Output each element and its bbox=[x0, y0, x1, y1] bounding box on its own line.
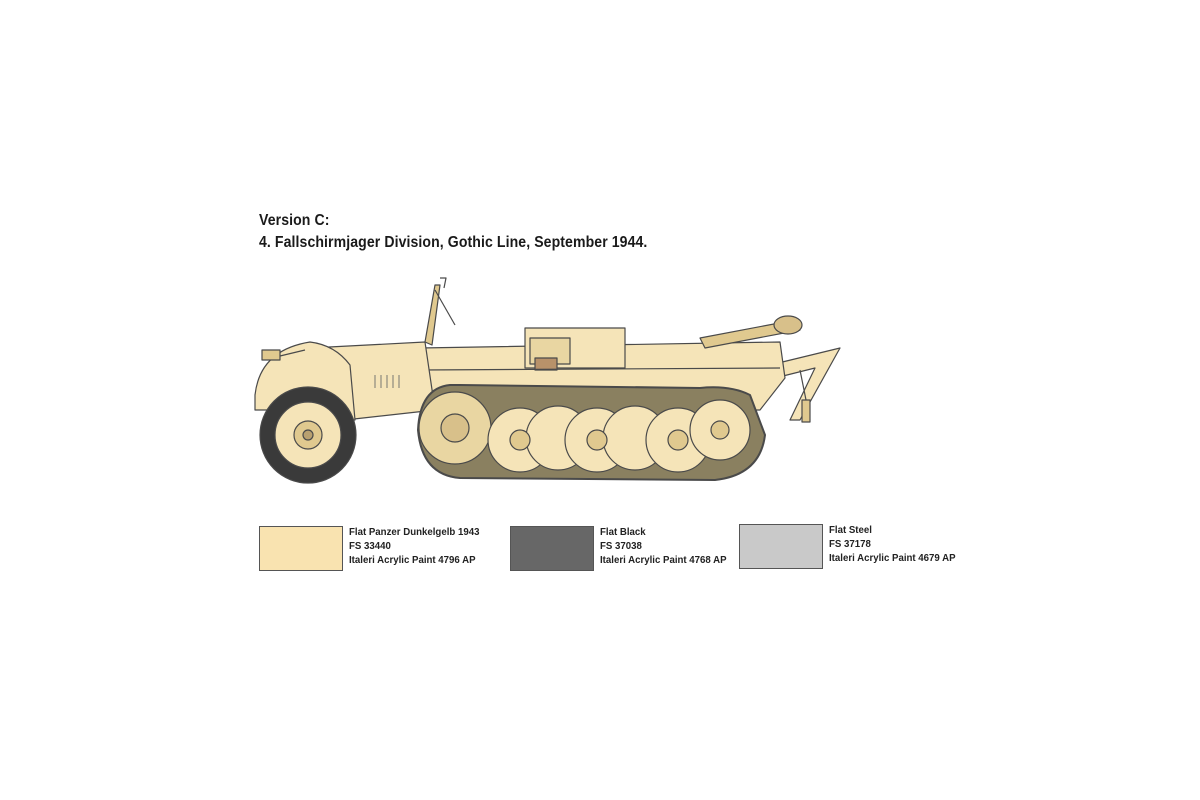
paint-code: Italeri Acrylic Paint 4679 AP bbox=[829, 552, 956, 564]
paint-name: Flat Panzer Dunkelgelb 1943 bbox=[349, 526, 480, 538]
version-heading: Version C: 4. Fallschirmjager Division, … bbox=[259, 210, 647, 254]
swatch-flat-steel: Flat Steel FS 37178 Italeri Acrylic Pain… bbox=[739, 523, 967, 569]
paint-name: Flat Steel bbox=[829, 524, 872, 536]
unit-caption: 4. Fallschirmjager Division, Gothic Line… bbox=[259, 234, 648, 251]
swatch-dunkelgelb: Flat Panzer Dunkelgelb 1943 FS 33440 Ita… bbox=[259, 525, 491, 571]
color-chip bbox=[739, 524, 823, 569]
color-chip bbox=[510, 526, 594, 571]
front-wheel bbox=[259, 386, 357, 484]
swatch-flat-black: Flat Black FS 37038 Italeri Acrylic Pain… bbox=[510, 525, 738, 571]
halftrack-illustration bbox=[254, 277, 841, 484]
fs-code: FS 37038 bbox=[600, 540, 642, 552]
paint-code: Italeri Acrylic Paint 4768 AP bbox=[600, 554, 727, 566]
windscreen bbox=[424, 284, 441, 346]
fs-code: FS 37178 bbox=[829, 538, 871, 550]
color-chip bbox=[259, 526, 343, 571]
paint-name: Flat Black bbox=[600, 526, 646, 538]
fs-code: FS 33440 bbox=[349, 540, 391, 552]
drive-sprocket bbox=[418, 391, 492, 465]
paint-code: Italeri Acrylic Paint 4796 AP bbox=[349, 554, 476, 566]
version-title: Version C: bbox=[259, 212, 330, 229]
